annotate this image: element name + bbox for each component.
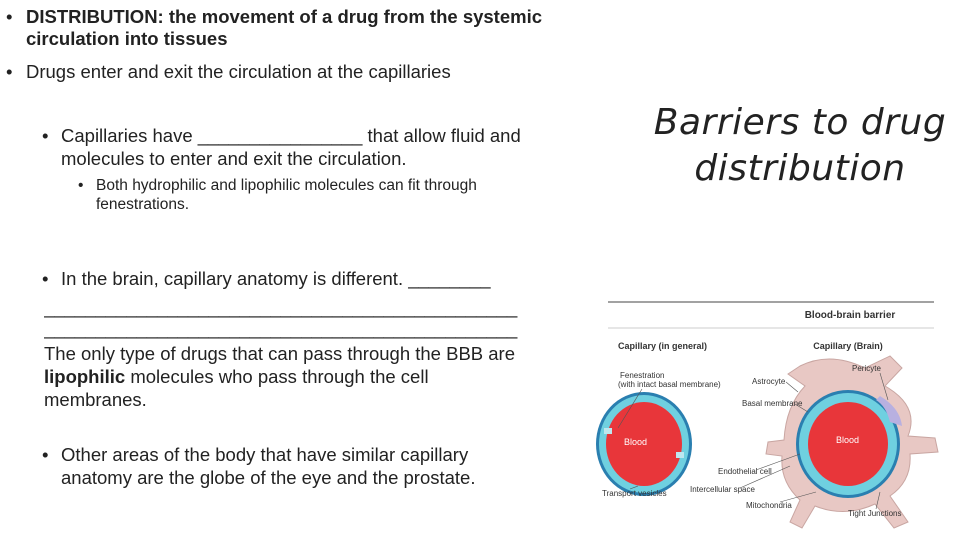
bbb-text-line-3: membranes. <box>44 389 147 410</box>
blank-line-1: ________________________________________… <box>44 297 518 318</box>
tight-junctions-label: Tight Junctions <box>848 509 902 518</box>
capillaries-have-line-1: Capillaries have ________________ that a… <box>61 125 521 146</box>
fenestration-note: (with intact basal membrane) <box>618 380 721 389</box>
endothelial-cell-label: Endothelial cell <box>718 467 772 476</box>
general-capillary: Blood <box>596 392 692 496</box>
bullet-dot: • <box>42 125 49 146</box>
transport-vesicles-label: Transport vesicles <box>602 489 667 498</box>
blank-line-2: ________________________________________… <box>44 318 518 339</box>
bullet-dot: • <box>42 268 49 289</box>
blood-label-left: Blood <box>624 437 647 447</box>
right-caption: Capillary (Brain) <box>813 341 883 351</box>
pericyte-label: Pericyte <box>852 364 881 373</box>
basal-membrane-label: Basal membrane <box>742 399 803 408</box>
capillaries-have-line-2: molecules to enter and exit the circulat… <box>61 148 407 169</box>
bullet-dot: • <box>42 444 49 465</box>
distribution-definition-line-1: DISTRIBUTION: the movement of a drug fro… <box>26 6 543 27</box>
fenestration-label: Fenestration <box>620 371 664 380</box>
astrocyte-label: Astrocyte <box>752 377 786 386</box>
fenestrations-line-2: fenestrations. <box>96 196 190 213</box>
distribution-definition-line-2: circulation into tissues <box>26 28 228 49</box>
bullet-dot: • <box>6 6 13 27</box>
bullet-dot: • <box>78 177 84 194</box>
intercellular-space-label: Intercellular space <box>690 485 755 494</box>
other-areas-line-1: Other areas of the body that have simila… <box>61 444 469 465</box>
pericyte-shape <box>876 396 902 426</box>
figure-header: Blood-brain barrier <box>805 310 896 321</box>
blood-label-right: Blood <box>836 435 859 445</box>
bbb-text-line-2: lipophilic molecules who pass through th… <box>44 366 429 388</box>
brain-capillary: Blood <box>796 390 902 498</box>
blood-brain-barrier-figure: Blood-brain barrier Capillary (in genera… <box>596 301 939 529</box>
other-areas-line-2: anatomy are the globe of the eye and the… <box>61 467 476 488</box>
left-caption: Capillary (in general) <box>618 341 707 351</box>
capillaries-entry-text: Drugs enter and exit the circulation at … <box>26 61 451 82</box>
bbb-text-line-1: The only type of drugs that can pass thr… <box>44 343 516 364</box>
bbb-text-line-2-rest: molecules who pass through the cell <box>125 366 429 387</box>
lipophilic-emphasis: lipophilic <box>44 366 126 387</box>
bullet-dot: • <box>6 61 13 82</box>
brain-capillary-text: In the brain, capillary anatomy is diffe… <box>61 268 491 289</box>
slide-title: Barriers to drug distribution <box>653 102 947 189</box>
mitochondria-label: Mitochondria <box>746 501 792 510</box>
fenestrations-line-1: Both hydrophilic and lipophilic molecule… <box>96 177 477 194</box>
